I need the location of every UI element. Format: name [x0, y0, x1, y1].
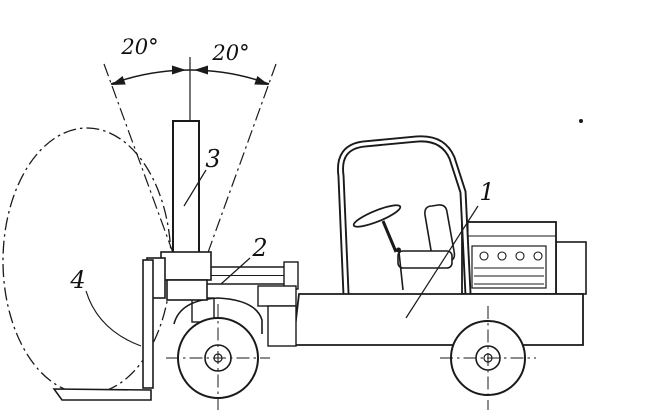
overhead-guard — [336, 135, 472, 295]
mast — [172, 120, 200, 263]
leader-line-3 — [183, 169, 207, 207]
carriage-upper — [160, 251, 212, 281]
part-label-4: 4 — [69, 266, 85, 294]
leader-lines — [85, 169, 479, 347]
lever-knob — [396, 247, 401, 253]
cylinder-mount — [283, 261, 299, 290]
guard-frame-inner — [338, 137, 470, 295]
grille-detail-circle — [479, 251, 489, 261]
mast-assembly — [52, 120, 212, 401]
angle-dimension-arc — [110, 69, 270, 85]
operator-seat — [352, 204, 456, 291]
fork-blade — [52, 388, 152, 401]
axle-bracket-lower — [267, 305, 297, 347]
engine-hood — [461, 221, 587, 295]
leader-line-2 — [220, 257, 251, 285]
angle-label-left: 20° — [120, 35, 158, 59]
vehicle-body-panel — [291, 293, 584, 346]
tilt-line-right — [205, 63, 277, 259]
carriage-lower — [166, 279, 208, 301]
grille-detail-circle — [515, 251, 525, 261]
steering-column — [381, 220, 398, 253]
part-label-2: 2 — [251, 234, 267, 262]
arrowhead-icon — [111, 75, 126, 85]
leader-line-4 — [85, 290, 142, 347]
guard-frame-outer — [336, 135, 472, 295]
axle-bracket-upper — [257, 285, 297, 307]
arc-arrowheads — [111, 65, 269, 85]
grille-detail-circle — [497, 251, 507, 261]
control-lever — [398, 251, 404, 291]
leader-line-1 — [405, 205, 479, 319]
wheel-centerlines — [166, 304, 536, 410]
part-label-3: 3 — [205, 145, 220, 173]
part-label-1: 1 — [479, 178, 494, 206]
front-fender — [173, 297, 263, 334]
angle-label-right: 20° — [211, 41, 249, 65]
rear-counterweight — [555, 241, 587, 295]
arrowhead-icon — [172, 65, 186, 75]
fork-shank — [142, 259, 154, 389]
tilt-line-left — [103, 63, 181, 273]
arrowhead-icon — [254, 75, 269, 85]
grille-detail-circle — [533, 251, 543, 261]
ink-speck — [579, 119, 583, 123]
tilt-cylinder — [191, 261, 299, 347]
seat-cushion — [397, 250, 453, 269]
radiator-grille — [471, 245, 547, 289]
arrowhead-icon — [194, 65, 208, 75]
steering-wheel — [352, 204, 402, 228]
